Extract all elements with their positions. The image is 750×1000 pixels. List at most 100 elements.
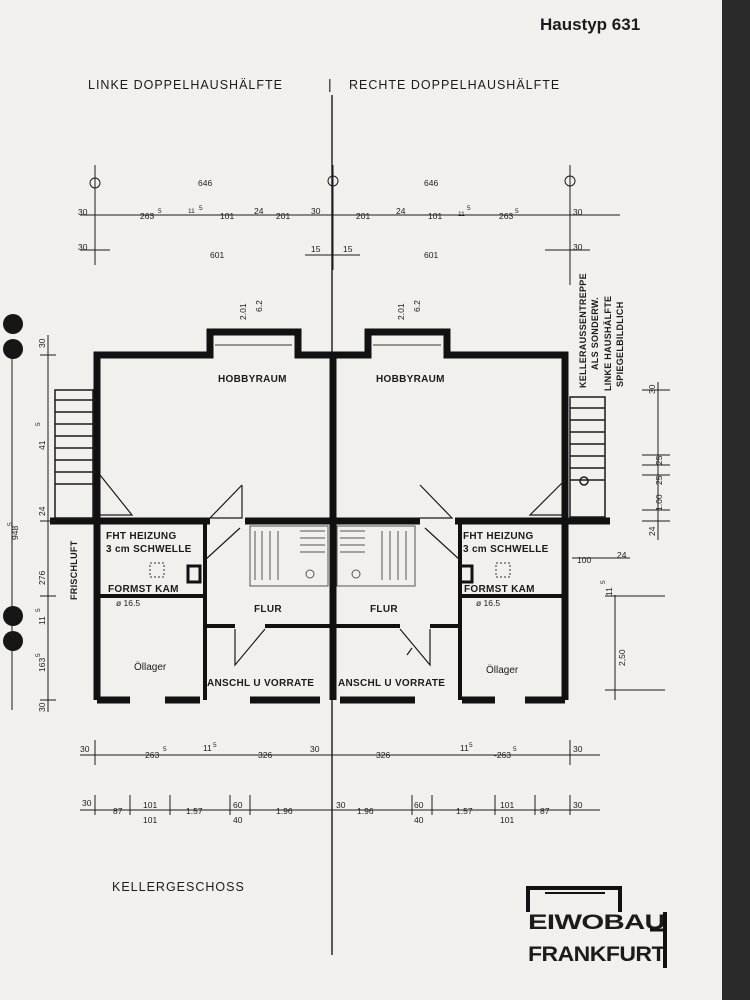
chimney-right: FORMST KAM xyxy=(464,584,535,595)
svg-text:5: 5 xyxy=(600,580,607,584)
svg-text:326: 326 xyxy=(258,750,272,760)
svg-text:87: 87 xyxy=(113,806,123,816)
dim-top: 263 xyxy=(499,211,513,221)
svg-text:60: 60 xyxy=(414,800,424,810)
room-storage-right: ANSCHL U VORRATE xyxy=(338,678,445,689)
svg-text:2.01: 2.01 xyxy=(396,303,406,320)
svg-text:24: 24 xyxy=(617,550,627,560)
house-type-title: Haustyp 631 xyxy=(540,15,640,34)
svg-text:2.01: 2.01 xyxy=(238,303,248,320)
punch-hole xyxy=(3,631,23,651)
svg-text:EIWOBAU: EIWOBAU xyxy=(528,911,665,934)
punch-hole xyxy=(3,339,23,359)
dim-top2: 15 xyxy=(343,244,353,254)
dim-top: 24 xyxy=(254,206,264,216)
room-hobby-left: HOBBYRAUM xyxy=(218,374,287,385)
dim-top-inner-left: 601 xyxy=(210,250,224,260)
svg-text:1.57: 1.57 xyxy=(186,806,203,816)
mirror-note-1: LINKE HAUSHÄLFTE xyxy=(603,296,613,391)
svg-text:1.57: 1.57 xyxy=(456,806,473,816)
half-separator: | xyxy=(328,76,332,92)
left-half-label: LINKE DOPPELHAUSHÄLFTE xyxy=(88,78,283,92)
floor-plan-sheet: { "header": { "title": "Haustyp 631" }, … xyxy=(0,0,722,1000)
svg-text:326: 326 xyxy=(376,750,390,760)
svg-text:40: 40 xyxy=(414,815,424,825)
doors xyxy=(99,474,566,667)
svg-text:101: 101 xyxy=(143,800,157,810)
svg-text:30: 30 xyxy=(310,744,320,754)
dim-top: 201 xyxy=(276,211,290,221)
svg-text:5: 5 xyxy=(35,608,42,612)
svg-text:87: 87 xyxy=(540,806,550,816)
dim-top: 5 xyxy=(158,208,162,215)
floor-name: KELLERGESCHOSS xyxy=(112,880,245,894)
right-half-label: RECHTE DOPPELHAUSHÄLFTE xyxy=(349,78,560,92)
punch-hole xyxy=(3,314,23,334)
svg-text:24: 24 xyxy=(647,526,657,536)
dim-top2: 30 xyxy=(573,242,583,252)
dim-top: 30 xyxy=(78,207,88,217)
chimney-size-right: ø 16.5 xyxy=(476,598,500,608)
room-heating-right: FHT HEIZUNG xyxy=(463,531,534,542)
svg-text:5: 5 xyxy=(35,422,42,426)
svg-text:24: 24 xyxy=(37,506,47,516)
inner-stairs xyxy=(249,525,416,587)
svg-text:41: 41 xyxy=(37,440,47,450)
dim-top-total-right: 646 xyxy=(424,178,438,188)
svg-text:30: 30 xyxy=(37,338,47,348)
svg-text:5: 5 xyxy=(469,742,473,749)
svg-text:40: 40 xyxy=(233,815,243,825)
chimney-size-left: ø 16.5 xyxy=(116,598,140,608)
svg-text:11: 11 xyxy=(203,743,212,753)
dim-top2: 30 xyxy=(78,242,88,252)
dim-top: 30 xyxy=(573,207,583,217)
svg-text:263: 263 xyxy=(145,750,159,760)
dim-top: 263 xyxy=(140,211,154,221)
svg-text:FRANKFURT: FRANKFURT xyxy=(528,943,666,966)
svg-text:30: 30 xyxy=(80,744,90,754)
punch-hole xyxy=(3,606,23,626)
dim-top: 24 xyxy=(396,206,406,216)
eiwobau-logo: EIWOBAU FRANKFURT xyxy=(526,886,667,968)
svg-text:948: 948 xyxy=(10,526,20,540)
chimney-fixtures xyxy=(149,562,511,584)
svg-text:100: 100 xyxy=(577,555,591,565)
svg-text:11: 11 xyxy=(604,587,614,596)
room-storage-left: ANSCHL U VORRATE xyxy=(207,678,314,689)
svg-text:5: 5 xyxy=(7,522,14,526)
bottom-dimension-lines xyxy=(80,740,600,815)
right-dimension-texts: 30 25 25 1.00 24 100 24 11 5 2,50 xyxy=(577,384,664,666)
dim-top: 101 xyxy=(220,211,234,221)
room-heating-left: FHT HEIZUNG xyxy=(106,531,177,542)
dim-top2: 15 xyxy=(311,244,321,254)
svg-text:25: 25 xyxy=(654,455,664,465)
svg-text:11: 11 xyxy=(460,743,469,753)
svg-text:25: 25 xyxy=(654,475,664,485)
room-oil-left: Öllager xyxy=(134,661,167,673)
svg-text:30: 30 xyxy=(82,798,92,808)
exterior-stairs xyxy=(54,389,606,519)
dim-top: 5 xyxy=(515,208,519,215)
dim-top-inner-right: 601 xyxy=(424,250,438,260)
bottom-dimension-texts: 30 263 5 11 5 326 30 326 11 5 -263 5 30 … xyxy=(80,742,583,825)
svg-text:6.2: 6.2 xyxy=(254,300,264,312)
svg-text:30: 30 xyxy=(37,702,47,712)
top-dimension-texts: 646 646 30 263 5 11 5 101 24 201 30 201 … xyxy=(78,178,583,260)
room-hobby-right: HOBBYRAUM xyxy=(376,374,445,385)
dim-top: 30 xyxy=(311,206,321,216)
stair-note-1: KELLERAUSSENTREPPE xyxy=(578,273,588,388)
left-dimension-lines xyxy=(11,335,56,712)
mirror-note-2: SPIEGELBILDLICH xyxy=(615,301,625,387)
svg-text:1.00: 1.00 xyxy=(654,494,664,511)
svg-text:5: 5 xyxy=(35,653,42,657)
right-dimension-lines xyxy=(572,382,670,700)
bay-dimensions: 2.01 6.2 2.01 6.2 xyxy=(238,300,422,320)
dim-top: 11 xyxy=(188,208,195,215)
left-dimension-texts: 30 41 5 24 948 5 276 11 5 163 5 30 xyxy=(7,338,47,712)
svg-text:2,50: 2,50 xyxy=(617,649,627,666)
svg-text:30: 30 xyxy=(647,384,657,394)
svg-text:101: 101 xyxy=(143,815,157,825)
svg-text:5: 5 xyxy=(163,746,167,753)
svg-text:101: 101 xyxy=(500,800,514,810)
dim-top: 5 xyxy=(467,205,471,212)
